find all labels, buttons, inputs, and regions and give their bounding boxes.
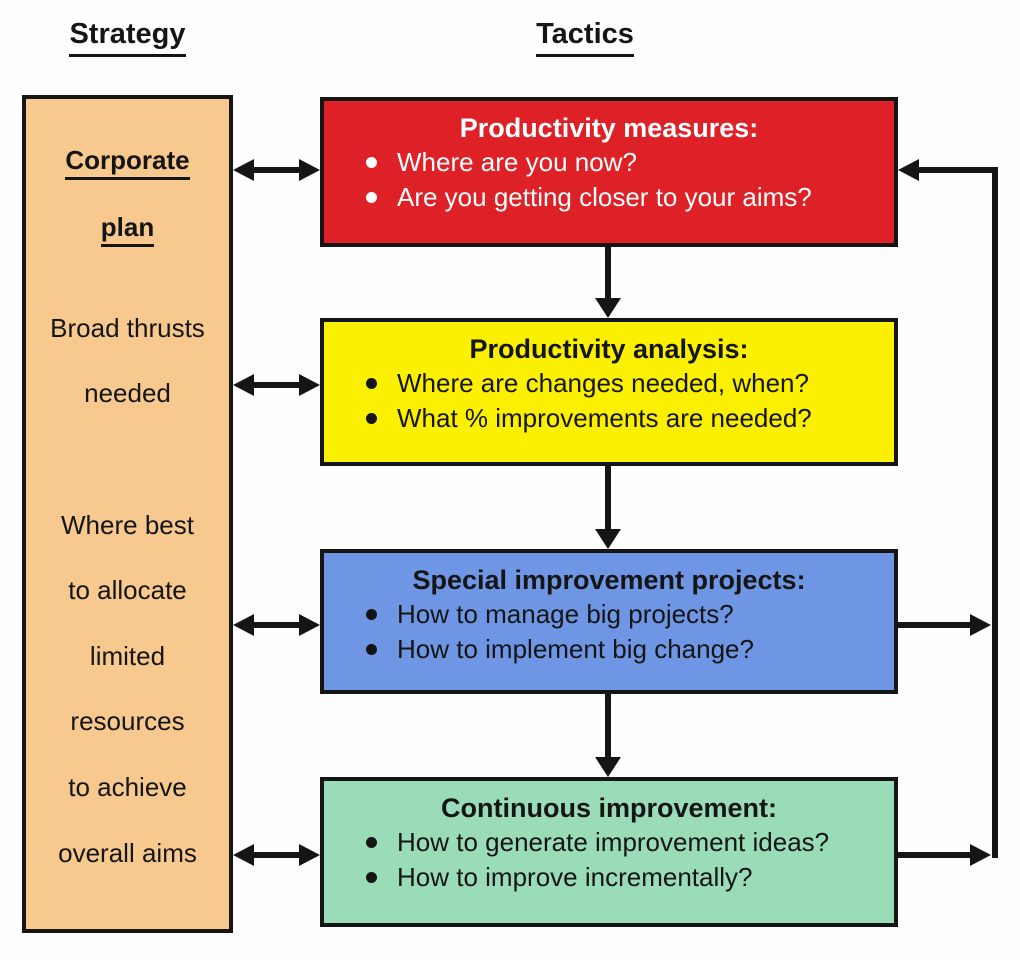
bullet-icon [366,609,377,620]
arrow-projects-to-improvement [605,694,611,759]
strategy-line-resources: resources [70,706,185,736]
strategy-header-text: Strategy [69,18,186,57]
arrowhead-left-icon [233,844,254,866]
bullet-text: Where are changes needed, when? [397,368,809,398]
bullet-icon [366,157,377,168]
bullet-text: What % improvements are needed? [397,403,812,433]
feedback-arrowhead-right-icon [970,844,991,866]
arrowhead-right-icon [299,374,320,396]
arrow-down-icon [595,298,621,318]
strategy-line-to-allocate: to allocate [68,575,187,605]
feedback-line-vertical [992,167,998,858]
strategy-header: Strategy [22,18,233,57]
bullet-text: How to manage big projects? [397,599,734,629]
feedback-arrowhead-left-icon [898,159,919,181]
arrowhead-right-icon [299,844,320,866]
arrowhead-left-icon [233,614,254,636]
bullet-item: How to manage big projects? [366,597,894,632]
arrowhead-right-icon [299,159,320,181]
bullet-item: How to implement big change? [366,632,894,667]
strategy-line-broad-thrusts: Broad thrusts [50,313,205,343]
bullet-icon [366,413,377,424]
box-continuous-improvement: Continuous improvement: How to generate … [320,777,898,927]
arrow-strategy-projects [233,614,320,636]
strategy-line-corporate: Corporate [26,144,229,180]
bullet-text: Are you getting closer to your aims? [397,182,812,212]
arrow-strategy-measures [233,159,320,181]
bullet-item: What % improvements are needed? [366,401,894,436]
tactics-header: Tactics [320,18,850,57]
bullet-icon [366,837,377,848]
strategy-line-overall-aims: overall aims [58,838,197,868]
bullet-item: Are you getting closer to your aims? [366,180,894,215]
bullet-text: How to generate improvement ideas? [397,827,830,857]
tactics-header-text: Tactics [536,18,634,57]
strategy-panel: Corporate plan Broad thrusts needed Wher… [22,95,233,933]
arrow-strategy-improvement [233,844,320,866]
box-title: Continuous improvement: [441,793,777,823]
arrowhead-left-icon [233,159,254,181]
bullet-icon [366,378,377,389]
box-title: Special improvement projects: [412,565,806,595]
strategy-line-where-best: Where best [61,510,194,540]
arrow-measures-to-analysis [605,247,611,300]
feedback-arrowhead-right-icon [970,614,991,636]
strategy-line-needed: needed [84,378,171,408]
bullet-item: How to improve incrementally? [366,860,894,895]
box-productivity-measures: Productivity measures: Where are you now… [320,97,898,247]
feedback-line-top [917,167,998,173]
box-special-improvement-projects: Special improvement projects: How to man… [320,549,898,694]
feedback-arrow-improvement [898,852,972,858]
arrow-strategy-analysis [233,374,320,396]
arrow-down-icon [595,529,621,549]
feedback-arrow-projects [898,622,972,628]
arrowhead-right-icon [299,614,320,636]
bullet-icon [366,192,377,203]
strategy-line-to-achieve: to achieve [68,772,187,802]
box-productivity-analysis: Productivity analysis: Where are changes… [320,318,898,466]
bullet-text: How to implement big change? [397,634,754,664]
box-title: Productivity measures: [459,113,759,143]
bullet-text: How to improve incrementally? [397,862,753,892]
bullet-item: Where are you now? [366,145,894,180]
arrowhead-left-icon [233,374,254,396]
strategy-line-limited: limited [89,641,166,671]
bullet-item: How to generate improvement ideas? [366,825,894,860]
bullet-text: Where are you now? [397,147,637,177]
arrow-analysis-to-projects [605,466,611,531]
bullet-icon [366,872,377,883]
box-title: Productivity analysis: [469,334,749,364]
arrow-down-icon [595,757,621,777]
bullet-item: Where are changes needed, when? [366,366,894,401]
bullet-icon [366,644,377,655]
strategy-line-plan: plan [26,211,229,247]
